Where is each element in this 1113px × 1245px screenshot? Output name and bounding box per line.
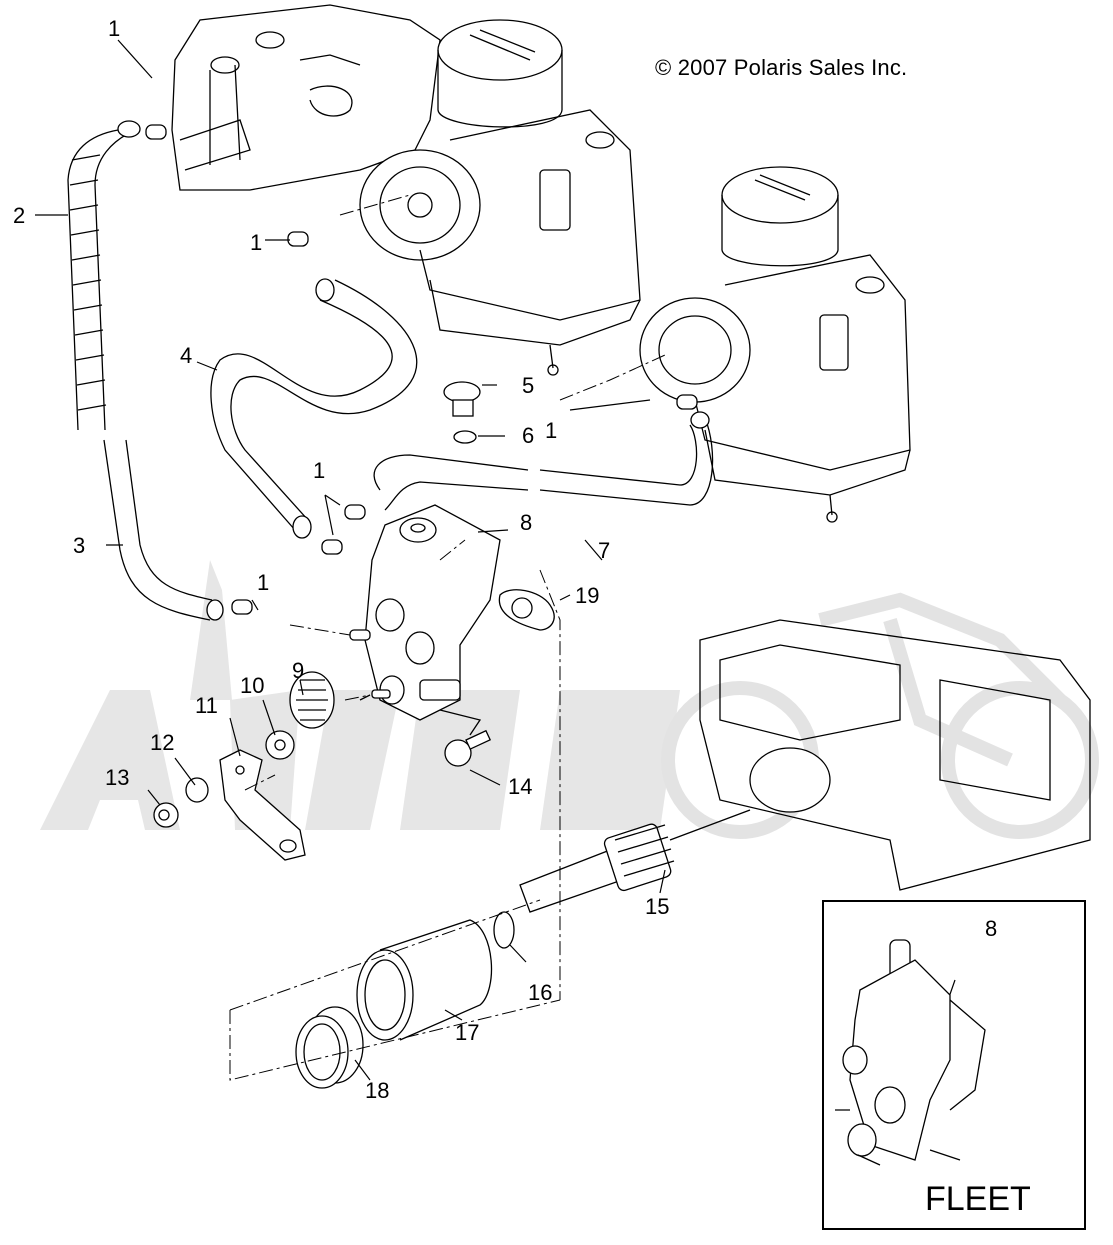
callout-17: 17 bbox=[455, 1020, 480, 1045]
screw-14 bbox=[444, 729, 492, 767]
oil-pump-8 bbox=[349, 504, 501, 736]
banjo-bolt-5 bbox=[443, 381, 481, 417]
hose-2 bbox=[67, 120, 141, 431]
seal-18 bbox=[295, 1006, 364, 1089]
callout-10: 10 bbox=[240, 673, 265, 698]
callout-19: 19 bbox=[575, 583, 600, 608]
fleet-pump-inset bbox=[835, 939, 986, 1166]
callout-18: 18 bbox=[365, 1078, 390, 1103]
sleeve-17 bbox=[356, 919, 493, 1041]
callout-8-fleet: 8 bbox=[985, 916, 998, 941]
callout-13: 13 bbox=[105, 765, 130, 790]
callout-5: 5 bbox=[522, 373, 535, 398]
callout-1: 1 bbox=[257, 570, 270, 595]
callout-4: 4 bbox=[180, 343, 193, 368]
lever-11 bbox=[219, 749, 306, 861]
callout-12: 12 bbox=[150, 730, 175, 755]
callout-1: 1 bbox=[545, 418, 558, 443]
callout-6: 6 bbox=[522, 423, 535, 448]
fleet-inset-label: FLEET bbox=[925, 1180, 1031, 1218]
drive-gear-15 bbox=[519, 809, 751, 913]
callout-11: 11 bbox=[195, 693, 218, 718]
carburetor-2 bbox=[639, 166, 911, 523]
callout-1: 1 bbox=[313, 458, 326, 483]
carburetor-1 bbox=[359, 19, 641, 376]
callout-14: 14 bbox=[508, 774, 533, 799]
callout-8: 8 bbox=[520, 510, 533, 535]
intake-manifold-upper bbox=[171, 4, 441, 191]
washer-6 bbox=[453, 430, 477, 444]
leader-lines bbox=[35, 39, 956, 1081]
callout-1: 1 bbox=[108, 16, 121, 41]
gasket-19 bbox=[498, 589, 555, 631]
nut-13 bbox=[153, 802, 179, 828]
washer-10 bbox=[265, 730, 295, 760]
callout-16: 16 bbox=[528, 980, 553, 1005]
washer-16 bbox=[493, 911, 515, 949]
assembly-lines bbox=[229, 194, 666, 1081]
hose-clamps bbox=[145, 124, 698, 615]
crankcase bbox=[699, 619, 1091, 891]
callout-3: 3 bbox=[73, 533, 86, 558]
callout-1: 1 bbox=[250, 230, 263, 255]
hose-7 bbox=[373, 411, 714, 511]
copyright-notice: © 2007 Polaris Sales Inc. bbox=[655, 55, 908, 80]
fleet-inset-frame bbox=[822, 900, 1086, 1230]
callout-9: 9 bbox=[292, 658, 305, 683]
callout-15: 15 bbox=[645, 894, 670, 919]
callout-7: 7 bbox=[598, 538, 611, 563]
hose-4 bbox=[210, 278, 418, 539]
hose-3 bbox=[103, 439, 224, 621]
e-clip-12 bbox=[185, 777, 209, 803]
callout-2: 2 bbox=[13, 203, 26, 228]
